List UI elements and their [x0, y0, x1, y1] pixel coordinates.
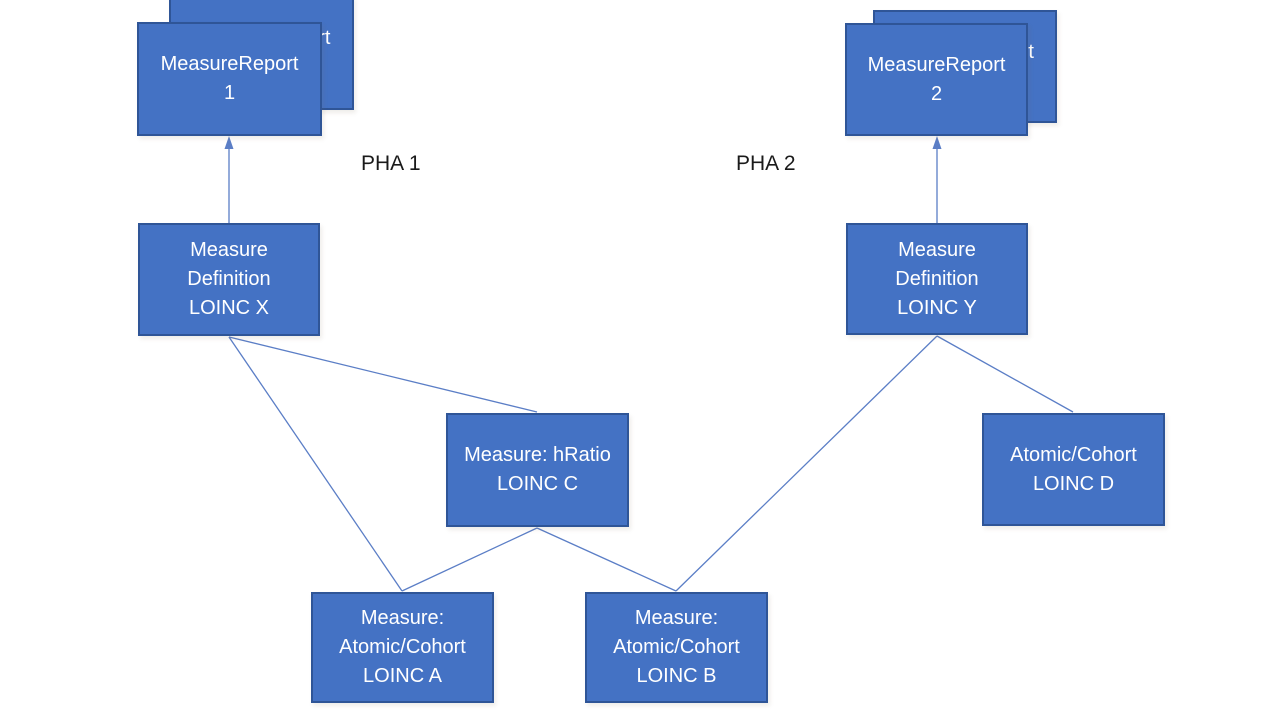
node-measure-hratio-loinc-c: Measure: hRatio LOINC C [446, 413, 629, 527]
node-measure-definition-loinc-x-label: Measure Definition LOINC X [187, 239, 271, 319]
node-measure-atomic-cohort-loinc-a: Measure: Atomic/Cohort LOINC A [311, 592, 494, 703]
edge-measure-def-y-to-atomic-b [675, 335, 938, 592]
node-measure-report-2: MeasureReport 2 [845, 23, 1028, 136]
edge-measure-def-x-to-hratio-c [228, 336, 538, 413]
node-atomic-cohort-loinc-d: Atomic/Cohort LOINC D [982, 413, 1165, 526]
node-measure-atomic-cohort-loinc-b-label: Measure: Atomic/Cohort LOINC B [613, 607, 740, 687]
node-measure-hratio-loinc-c-label: Measure: hRatio LOINC C [464, 444, 611, 495]
node-measure-report-2-label: MeasureReport 2 [867, 53, 1006, 105]
node-measure-atomic-cohort-loinc-a-label: Measure: Atomic/Cohort LOINC A [339, 607, 466, 687]
node-atomic-cohort-loinc-d-label: Atomic/Cohort LOINC D [1010, 443, 1137, 495]
label-pha-1: PHA 1 [361, 152, 421, 175]
edge-measure-def-x-to-atomic-a [228, 336, 403, 592]
node-measure-definition-loinc-x: Measure Definition LOINC X [138, 223, 320, 336]
edge-measure-def-y-to-atomic-d [936, 335, 1074, 413]
node-measure-report-1: MeasureReport 1 [137, 22, 322, 136]
node-measure-definition-loinc-y: Measure Definition LOINC Y [846, 223, 1028, 335]
arrowhead-mr2 [932, 136, 942, 149]
node-measure-report-1-label: MeasureReport 1 [160, 53, 299, 104]
edge-hratio-c-to-atomic-b [536, 527, 677, 592]
label-pha-2: PHA 2 [736, 152, 796, 175]
node-measure-atomic-cohort-loinc-b: Measure: Atomic/Cohort LOINC B [585, 592, 768, 703]
edge-hratio-c-to-atomic-a [401, 527, 538, 592]
node-measure-definition-loinc-y-label: Measure Definition LOINC Y [895, 238, 979, 319]
arrowhead-mr1 [224, 136, 234, 149]
